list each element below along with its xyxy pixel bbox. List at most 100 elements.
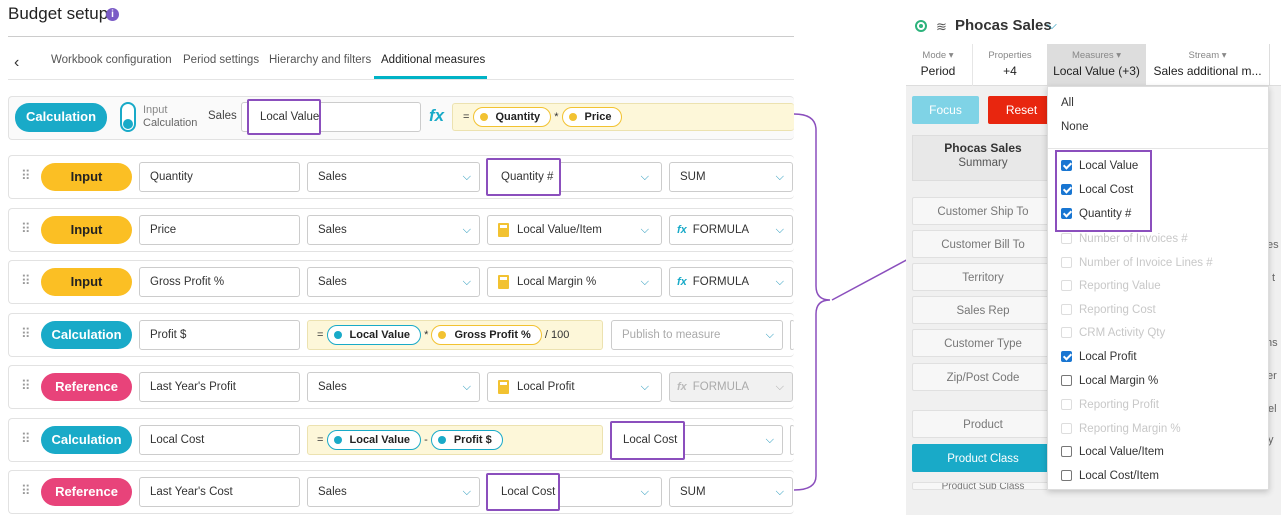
- source-measure-value[interactable]: Quantity #: [486, 158, 561, 196]
- measure-name-input[interactable]: Last Year's Profit: [139, 372, 300, 402]
- measure-option[interactable]: Local Profit: [1061, 351, 1137, 363]
- drag-handle-icon[interactable]: ⠿: [21, 273, 31, 288]
- dimension-customer-ship-to[interactable]: Customer Ship To: [912, 197, 1054, 225]
- measures-selector[interactable]: Measures ▾Local Value (+3): [1047, 44, 1146, 86]
- drag-handle-icon[interactable]: ⠿: [21, 431, 31, 446]
- dimension-zip-post-code[interactable]: Zip/Post Code: [912, 363, 1054, 391]
- measure-option: Reporting Margin %: [1061, 423, 1181, 435]
- publish-measure-select[interactable]: Publish to measure⌵: [611, 320, 783, 350]
- divider: [8, 36, 794, 37]
- stream-select[interactable]: Sales⌵: [307, 215, 480, 245]
- info-icon[interactable]: i: [106, 8, 119, 21]
- measure-name-input[interactable]: Quantity: [139, 162, 300, 192]
- properties-selector[interactable]: Properties+4: [972, 44, 1047, 86]
- stream-selector[interactable]: Stream ▾Sales additional m...: [1146, 44, 1270, 86]
- source-measure-select[interactable]: Local Margin %⌵: [487, 267, 662, 297]
- formula-editor[interactable]: = Local Value - Profit $: [307, 425, 603, 455]
- chevron-down-icon[interactable]: ⌵: [1047, 17, 1057, 32]
- publish-measure-value[interactable]: Local Cost: [610, 421, 685, 460]
- focus-button[interactable]: Focus: [912, 96, 979, 124]
- tab-hierarchy-and-filters[interactable]: Hierarchy and filters: [269, 54, 372, 66]
- drag-handle-icon[interactable]: ⠿: [21, 168, 31, 183]
- measure-name-input[interactable]: Local Cost: [139, 425, 300, 455]
- formula-token[interactable]: Gross Profit %: [431, 325, 542, 345]
- dimension-product-class[interactable]: Product Class: [912, 444, 1054, 472]
- drag-handle-icon[interactable]: ⠿: [21, 326, 31, 341]
- chevron-down-icon: ⌵: [462, 381, 471, 393]
- back-chevron-icon[interactable]: ‹: [14, 54, 20, 71]
- formula-token[interactable]: Local Value: [326, 325, 422, 345]
- reset-button[interactable]: Reset: [988, 96, 1055, 124]
- type-pill[interactable]: Input: [41, 268, 132, 296]
- toggle-label-input: Input: [143, 104, 168, 116]
- formula-token[interactable]: Quantity: [472, 107, 552, 127]
- stream-select[interactable]: Sales⌵: [307, 267, 480, 297]
- dimension-product[interactable]: Product: [912, 410, 1054, 438]
- type-pill[interactable]: Input: [41, 216, 132, 244]
- type-pill[interactable]: Reference: [41, 478, 132, 506]
- source-measure-select[interactable]: Local Value/Item⌵: [487, 215, 662, 245]
- calculation-type-pill[interactable]: Calculation: [15, 103, 107, 132]
- measure-name-input[interactable]: Last Year's Cost: [139, 477, 300, 507]
- select-all-option[interactable]: All: [1061, 97, 1074, 109]
- checkbox[interactable]: [1061, 184, 1072, 195]
- measure-name-input[interactable]: Profit $: [139, 320, 300, 350]
- fx-icon: fx: [677, 381, 687, 393]
- input-calculation-toggle[interactable]: [120, 102, 136, 132]
- measure-option[interactable]: Local Value: [1061, 160, 1138, 172]
- drag-handle-icon[interactable]: ⠿: [21, 483, 31, 498]
- option-label: Reporting Margin %: [1079, 423, 1181, 435]
- formula-token[interactable]: Local Value: [326, 430, 422, 450]
- aggregation-select[interactable]: SUM⌵: [669, 477, 793, 507]
- measure-name-value[interactable]: Local Value: [247, 99, 321, 135]
- checkbox[interactable]: [1061, 208, 1072, 219]
- formula-operator: -: [424, 433, 428, 446]
- formula-token[interactable]: Price: [561, 107, 623, 127]
- checkbox: [1061, 233, 1072, 244]
- checkbox[interactable]: [1061, 375, 1072, 386]
- checkbox[interactable]: [1061, 446, 1072, 457]
- measure-option[interactable]: Local Value/Item: [1061, 446, 1164, 458]
- stream-select[interactable]: Sales⌵: [307, 372, 480, 402]
- source-measure-select[interactable]: Local Profit⌵: [487, 372, 662, 402]
- tab-additional-measures[interactable]: Additional measures: [381, 54, 486, 66]
- measure-option[interactable]: Local Cost: [1061, 184, 1133, 196]
- type-pill[interactable]: Input: [41, 163, 132, 191]
- drag-handle-icon[interactable]: ⠿: [21, 378, 31, 393]
- formula-token[interactable]: Profit $: [430, 430, 503, 450]
- dimension-customer-bill-to[interactable]: Customer Bill To: [912, 230, 1054, 258]
- summary-button[interactable]: Phocas Sales Summary: [912, 135, 1054, 181]
- checkbox[interactable]: [1061, 351, 1072, 362]
- select-none-option[interactable]: None: [1061, 121, 1089, 133]
- measure-option[interactable]: Local Cost/Item: [1061, 470, 1159, 482]
- stream-select[interactable]: Sales⌵: [307, 477, 480, 507]
- chevron-down-icon: ⌵: [775, 486, 784, 498]
- dimension-customer-type[interactable]: Customer Type: [912, 329, 1054, 357]
- source-measure-value[interactable]: Local Cost: [486, 473, 560, 511]
- drag-handle-icon[interactable]: ⠿: [21, 221, 31, 236]
- type-pill[interactable]: Calculation: [41, 426, 132, 454]
- checkbox[interactable]: [1061, 160, 1072, 171]
- measure-option: Number of Invoices #: [1061, 233, 1188, 245]
- aggregation-select[interactable]: SUM⌵: [669, 162, 793, 192]
- measure-name-input[interactable]: Gross Profit %: [139, 267, 300, 297]
- select-value: Sales: [318, 224, 347, 236]
- formula-editor[interactable]: = Local Value * Gross Profit % / 100: [307, 320, 603, 350]
- checkbox[interactable]: [1061, 470, 1072, 481]
- measure-name-input[interactable]: Price: [139, 215, 300, 245]
- measure-option[interactable]: Local Margin %: [1061, 375, 1158, 387]
- column-key: Measures ▾: [1071, 50, 1122, 61]
- mode-selector[interactable]: Mode ▾Period: [906, 44, 970, 86]
- dimension-product-sub-class[interactable]: Product Sub Class: [912, 482, 1054, 490]
- formula-editor[interactable]: = Quantity * Price: [452, 103, 794, 131]
- stream-select[interactable]: Sales⌵: [307, 162, 480, 192]
- tab-period-settings[interactable]: Period settings: [183, 54, 260, 66]
- dimension-territory[interactable]: Territory: [912, 263, 1054, 291]
- type-pill[interactable]: Reference: [41, 373, 132, 401]
- measure-option[interactable]: Quantity #: [1061, 208, 1131, 220]
- dimension-sales-rep[interactable]: Sales Rep: [912, 296, 1054, 324]
- tab-workbook-configuration[interactable]: Workbook configuration: [51, 54, 172, 66]
- type-pill[interactable]: Calculation: [41, 321, 132, 349]
